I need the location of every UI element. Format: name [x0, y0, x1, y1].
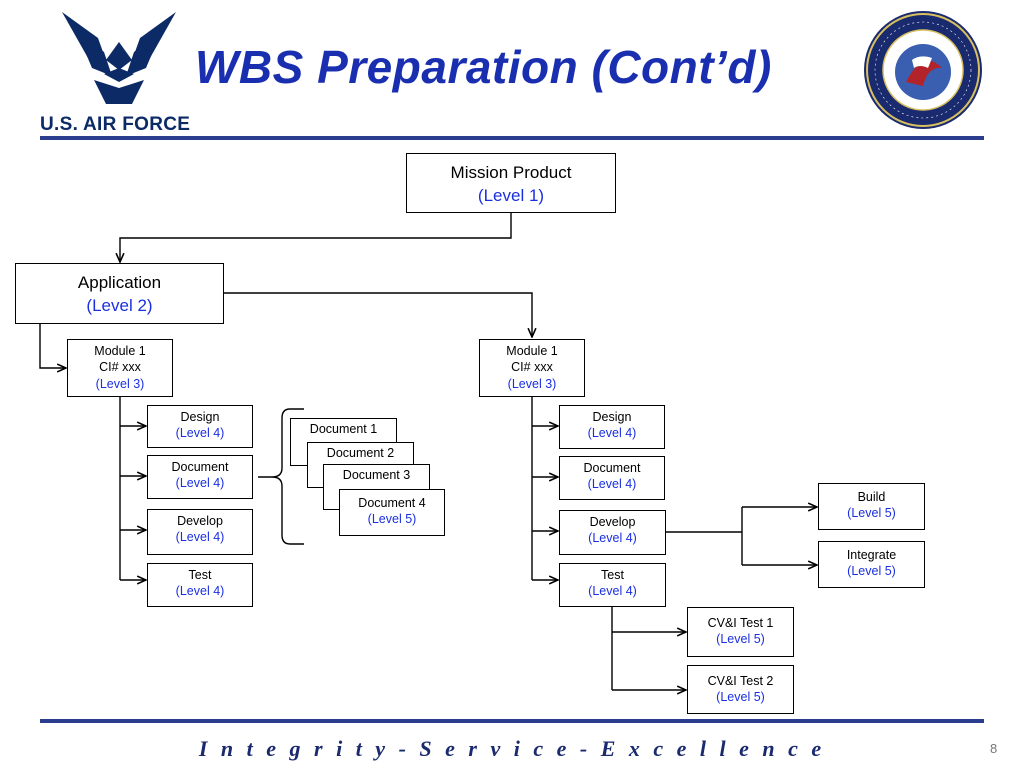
- node-name: Develop: [177, 514, 223, 528]
- wbs-node-left-document: Document (Level 4): [147, 455, 253, 499]
- node-level: (Level 4): [587, 426, 637, 441]
- wbs-node-left-develop: Develop (Level 4): [147, 509, 253, 555]
- node-ci: CI# xxx: [99, 360, 141, 375]
- node-level: (Level 3): [95, 376, 145, 391]
- node-level: (Level 4): [175, 476, 225, 491]
- wbs-node-left-test: Test (Level 4): [147, 563, 253, 607]
- node-name: Module 1: [94, 344, 146, 358]
- wbs-node-left-design: Design (Level 4): [147, 405, 253, 448]
- node-level: (Level 4): [175, 426, 225, 441]
- wbs-node-build: Build (Level 5): [818, 483, 925, 530]
- wbs-node-cvi-test-2: CV&I Test 2 (Level 5): [687, 665, 794, 714]
- footer-divider: [40, 719, 984, 723]
- node-level: (Level 3): [507, 376, 557, 391]
- node-name: CV&I Test 2: [707, 674, 774, 688]
- node-name: Document: [171, 460, 229, 474]
- node-name: Document 1: [309, 422, 378, 436]
- node-level: (Level 1): [477, 185, 545, 205]
- wbs-node-mission-product: Mission Product (Level 1): [406, 153, 616, 213]
- brand-wordmark: U.S. AIR FORCE: [40, 114, 191, 135]
- node-name: Module 1: [506, 344, 558, 358]
- wbs-node-right-test: Test (Level 4): [559, 563, 666, 607]
- page-number: 8: [990, 741, 998, 756]
- wbs-node-cvi-test-1: CV&I Test 1 (Level 5): [687, 607, 794, 657]
- wbs-node-right-design: Design (Level 4): [559, 405, 665, 449]
- node-level: (Level 4): [175, 584, 225, 599]
- wbs-node-right-develop: Develop (Level 4): [559, 510, 666, 555]
- wbs-node-integrate: Integrate (Level 5): [818, 541, 925, 588]
- node-name: Design: [180, 410, 220, 424]
- node-level: (Level 5): [847, 506, 896, 521]
- wbs-node-right-module: Module 1 CI# xxx (Level 3): [479, 339, 585, 397]
- air-force-wings-logo: [62, 12, 176, 104]
- aflcmc-seal-logo: [864, 11, 982, 129]
- node-name: CV&I Test 1: [707, 616, 774, 630]
- node-name: Mission Product: [450, 163, 572, 182]
- node-level: (Level 4): [175, 530, 225, 545]
- node-name: Integrate: [846, 548, 897, 562]
- node-name: Test: [188, 568, 212, 582]
- node-level: (Level 5): [367, 512, 417, 527]
- node-name: Document 3: [342, 468, 411, 482]
- node-name: Build: [857, 490, 886, 504]
- node-name: Document 2: [326, 446, 395, 460]
- wbs-node-document-4: Document 4 (Level 5): [339, 489, 445, 536]
- wbs-node-left-module: Module 1 CI# xxx (Level 3): [67, 339, 173, 397]
- node-name: Document: [583, 461, 641, 475]
- node-name: Test: [601, 568, 624, 582]
- node-level: (Level 2): [86, 295, 153, 315]
- footer-motto: I n t e g r i t y - S e r v i c e - E x …: [198, 736, 826, 761]
- node-level: (Level 4): [587, 477, 637, 492]
- node-level: (Level 5): [716, 632, 765, 647]
- node-name: Design: [592, 410, 632, 424]
- node-name: Develop: [589, 515, 636, 529]
- node-level: (Level 5): [716, 690, 765, 705]
- header-divider: [40, 136, 984, 140]
- node-name: Document 4: [358, 496, 426, 510]
- node-level: (Level 4): [588, 584, 637, 599]
- node-level: (Level 5): [847, 564, 896, 579]
- wbs-node-right-document: Document (Level 4): [559, 456, 665, 500]
- wbs-node-application: Application (Level 2): [15, 263, 224, 324]
- node-name: Application: [77, 273, 162, 292]
- node-ci: CI# xxx: [511, 360, 553, 375]
- page-title: WBS Preparation (Cont’d): [195, 41, 772, 93]
- node-level: (Level 4): [588, 531, 637, 546]
